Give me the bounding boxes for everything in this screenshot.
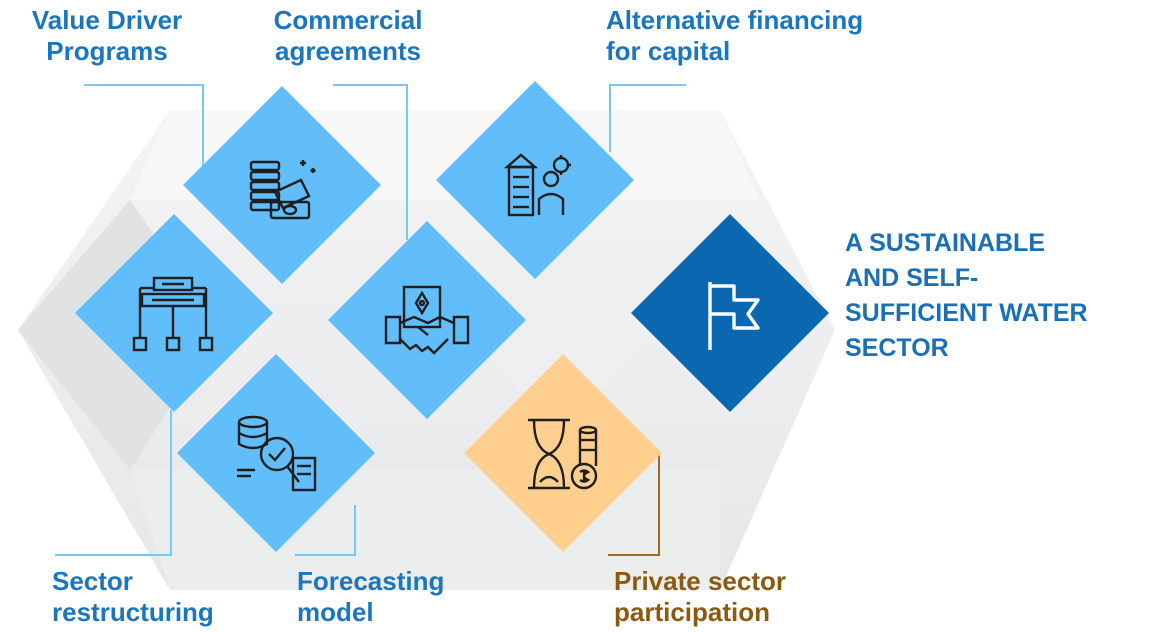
connector-commercial (333, 84, 408, 240)
hourglass-coins-icon (518, 408, 608, 498)
money-stack-icon (237, 140, 327, 230)
bank-server-person-icon (491, 137, 581, 227)
flag-icon (686, 270, 776, 360)
data-analysis-magnifier-icon (231, 408, 321, 498)
org-structure-icon (128, 268, 218, 358)
connector-private (608, 455, 660, 556)
connector-value-driver (84, 84, 204, 168)
label-alternative-financing: Alternative financing for capital (606, 5, 864, 66)
connector-alt-financing (609, 84, 686, 152)
label-private-sector-participation: Private sector participation (614, 566, 786, 627)
label-sector-restructuring: Sector restructuring (52, 566, 214, 627)
label-forecasting-model: Forecasting model (297, 566, 445, 627)
connector-sector (55, 410, 172, 556)
label-commercial-agreements: Commercial agreements (273, 5, 423, 66)
connector-forecasting (295, 505, 356, 556)
handshake-contract-icon (382, 277, 472, 367)
goal-statement: A SUSTAINABLE AND SELF- SUFFICIENT WATER… (845, 229, 1088, 362)
label-value-driver-programs: Value Driver Programs (31, 5, 183, 66)
